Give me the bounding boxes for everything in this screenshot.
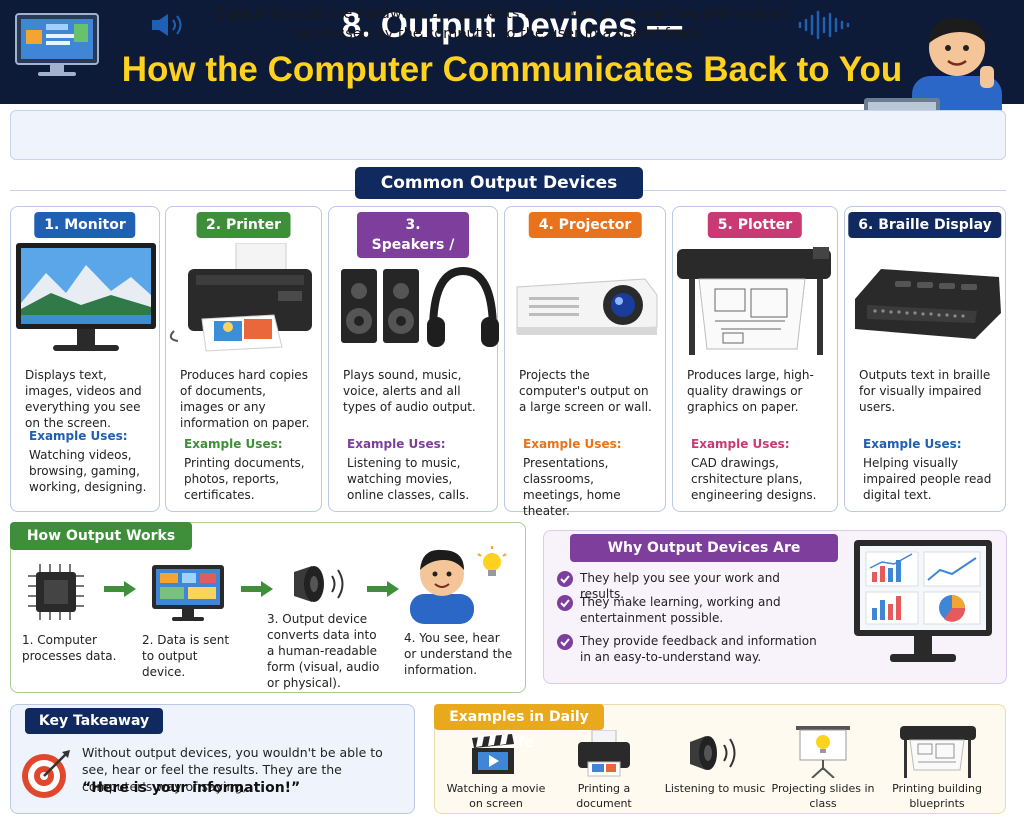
projector-image [505, 243, 665, 361]
device-card-braille-display: 6. Braille Display Outputs text in brail… [844, 206, 1006, 512]
example-uses-label: Example Uses: [29, 429, 128, 443]
device-card-plotter: 5. Plotter Produces large, high-quality … [672, 206, 838, 512]
monitor-icon [14, 12, 100, 78]
page-title-line-2: How the Computer Communicates Back to Yo… [121, 50, 903, 89]
why-item: They provide feedback and information in… [580, 634, 817, 664]
how-step-4: 4. You see, hear or understand the infor… [404, 631, 513, 677]
how-output-works-title: How Output Works [10, 522, 192, 550]
device-title: 2. Printer [196, 212, 291, 238]
daily-life-item: Printing building blueprints [892, 782, 982, 810]
why-item: They help you see your work and results. [580, 571, 780, 601]
device-title: 3. Speakers / Headphones [357, 212, 469, 273]
device-description: Projects the computer's output on a larg… [519, 368, 652, 414]
device-card-printer: 2. Printer Produces hard copies of docum… [165, 206, 322, 512]
page-title-line-1: 8. Output Devices — [341, 6, 683, 45]
example-uses-label: Example Uses: [523, 437, 622, 451]
daily-life-item: Listening to music [664, 782, 766, 795]
how-step-1: 1. Computer processes data. [22, 633, 117, 663]
monitor-icon [150, 563, 226, 623]
example-uses-text: CAD drawings, crshitecture plans, engine… [691, 456, 817, 502]
arrow-right-icon [241, 581, 273, 597]
example-uses-label: Example Uses: [863, 437, 962, 451]
clapperboard-icon [468, 734, 518, 776]
analytics-monitor-icon [852, 538, 994, 668]
daily-life-item: Watching a movie on screen [446, 782, 546, 810]
device-title: 1. Monitor [34, 212, 136, 238]
speakers-headphones-image [329, 261, 499, 361]
plotter-icon [898, 724, 978, 778]
monitor-image [11, 243, 159, 361]
device-title: 5. Plotter [707, 212, 803, 238]
device-card-projector: 4. Projector Projects the computer's out… [504, 206, 666, 518]
example-uses-text: Printing documents, photos, reports, cer… [184, 456, 305, 502]
printer-image [166, 243, 321, 361]
how-step-3: 3. Output device converts data into a hu… [267, 612, 380, 690]
daily-life-item: Printing a document [576, 782, 632, 810]
example-uses-label: Example Uses: [347, 437, 446, 451]
key-takeaway-text: Without output devices, you wouldn't be … [82, 745, 383, 794]
sound-wave-icon [796, 10, 852, 40]
arrow-right-icon [104, 581, 136, 597]
device-description: Plays sound, music, voice, alerts and al… [343, 368, 476, 414]
device-description: Displays text, images, videos and everyt… [25, 368, 142, 430]
example-uses-text: Presentations, classrooms, meetings, hom… [523, 456, 621, 518]
plotter-image [673, 243, 837, 361]
device-card-speakers: 3. Speakers / Headphones Plays sound, mu… [328, 206, 499, 512]
daily-life-title: Examples in Daily Life [434, 704, 604, 751]
printer-icon [574, 730, 634, 778]
speaker-icon [686, 730, 746, 776]
how-step-2: 2. Data is sent to output device. [142, 633, 230, 679]
key-takeaway-quote: “Here is your information!” [82, 780, 301, 796]
intro-banner [10, 110, 1006, 160]
example-uses-text: Helping visually impaired people read di… [863, 456, 992, 502]
check-icon [557, 595, 573, 611]
key-takeaway-title: Key Takeaway [25, 708, 163, 734]
cpu-chip-icon [26, 562, 86, 622]
device-description: Outputs text in braille for visually imp… [859, 368, 991, 414]
device-title: 4. Projector [528, 212, 642, 238]
projection-screen-icon [794, 724, 852, 778]
example-uses-text: Watching videos, browsing, gaming, worki… [29, 448, 147, 494]
device-title: 6. Braille Display [848, 212, 1002, 238]
check-icon [557, 634, 573, 650]
example-uses-label: Example Uses: [691, 437, 790, 451]
why-item: They make learning, working and entertai… [580, 595, 781, 625]
example-uses-text: Listening to music, watching movies, onl… [347, 456, 470, 502]
braille-display-image [845, 243, 1005, 361]
intro-text: Output devices are hardware components t… [214, 6, 786, 42]
arrow-right-icon [367, 581, 399, 597]
boy-with-idea-icon [404, 544, 514, 624]
speaker-icon [290, 562, 354, 606]
speaker-icon [150, 12, 186, 38]
device-description: Produces hard copies of documents, image… [180, 368, 310, 430]
target-icon [20, 748, 72, 800]
check-icon [557, 571, 573, 587]
section-title: Common Output Devices [355, 167, 643, 199]
device-description: Produces large, high-quality drawings or… [687, 368, 814, 414]
device-card-monitor: 1. Monitor Displays text, images, videos… [10, 206, 160, 512]
example-uses-label: Example Uses: [184, 437, 283, 451]
daily-life-item: Projecting slides in class [771, 782, 875, 810]
why-important-title: Why Output Devices Are Important [570, 534, 838, 584]
